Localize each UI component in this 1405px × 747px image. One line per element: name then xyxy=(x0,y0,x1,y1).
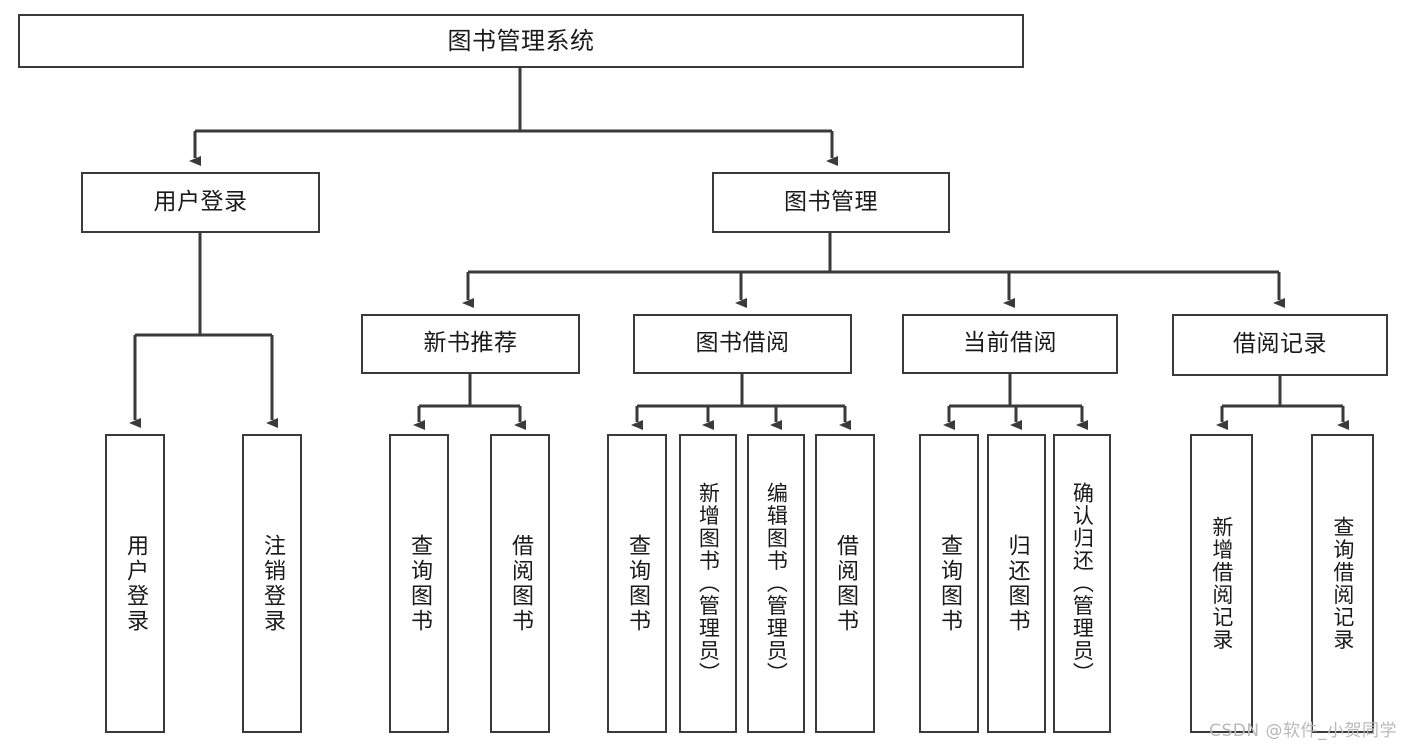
node-leaf-query-book-2[interactable]: 查询图书 xyxy=(607,434,667,733)
node-leaf-borrow-book-1[interactable]: 借阅图书 xyxy=(490,434,550,733)
node-root-label: 图书管理系统 xyxy=(447,26,595,55)
node-leaf-query-book-1-label: 查询图书 xyxy=(406,533,432,634)
node-leaf-user-login[interactable]: 用户登录 xyxy=(105,434,165,733)
node-book-borrow[interactable]: 图书借阅 xyxy=(633,314,852,374)
node-current-borrow[interactable]: 当前借阅 xyxy=(902,314,1118,374)
node-leaf-query-book-3-label: 查询图书 xyxy=(936,533,962,634)
node-leaf-edit-book-admin[interactable]: 编辑图书（管理员） xyxy=(747,434,805,733)
node-leaf-add-borrow-record-label: 新增借阅记录 xyxy=(1209,516,1234,651)
node-current-borrow-label: 当前借阅 xyxy=(963,330,1057,357)
node-user-login[interactable]: 用户登录 xyxy=(81,172,320,233)
node-leaf-borrow-book-2[interactable]: 借阅图书 xyxy=(815,434,875,733)
csdn-watermark: CSDN @软件_小贺同学 xyxy=(1209,721,1397,741)
node-leaf-query-book-1[interactable]: 查询图书 xyxy=(389,434,449,733)
node-leaf-query-book-3[interactable]: 查询图书 xyxy=(919,434,979,733)
node-new-book-recommend-label: 新书推荐 xyxy=(423,330,518,357)
node-leaf-logout-login[interactable]: 注销登录 xyxy=(242,434,302,733)
node-new-book-recommend[interactable]: 新书推荐 xyxy=(361,314,580,374)
node-leaf-logout-login-label: 注销登录 xyxy=(259,533,285,634)
node-book-management-label: 图书管理 xyxy=(784,188,878,215)
node-root-book-management-system[interactable]: 图书管理系统 xyxy=(18,14,1024,68)
node-leaf-borrow-book-2-label: 借阅图书 xyxy=(832,533,858,634)
node-leaf-query-book-2-label: 查询图书 xyxy=(624,533,650,634)
node-leaf-query-borrow-record[interactable]: 查询借阅记录 xyxy=(1311,434,1374,733)
node-leaf-return-book-label: 归还图书 xyxy=(1004,533,1030,634)
node-book-borrow-label: 图书借阅 xyxy=(695,330,790,357)
node-leaf-confirm-return-admin-label: 确认归还（管理员） xyxy=(1070,482,1095,685)
node-leaf-user-login-label: 用户登录 xyxy=(122,533,148,634)
node-leaf-return-book[interactable]: 归还图书 xyxy=(987,434,1046,733)
node-leaf-query-borrow-record-label: 查询借阅记录 xyxy=(1330,516,1355,651)
node-leaf-add-book-admin-label: 新增图书（管理员） xyxy=(696,482,721,685)
node-book-management[interactable]: 图书管理 xyxy=(712,172,950,233)
node-borrow-record[interactable]: 借阅记录 xyxy=(1172,314,1388,376)
node-leaf-add-book-admin[interactable]: 新增图书（管理员） xyxy=(679,434,737,733)
node-leaf-borrow-book-1-label: 借阅图书 xyxy=(507,533,533,634)
node-leaf-edit-book-admin-label: 编辑图书（管理员） xyxy=(764,482,789,685)
node-borrow-record-label: 借阅记录 xyxy=(1233,331,1327,358)
node-user-login-label: 用户登录 xyxy=(153,188,248,215)
node-leaf-add-borrow-record[interactable]: 新增借阅记录 xyxy=(1190,434,1253,733)
node-leaf-confirm-return-admin[interactable]: 确认归还（管理员） xyxy=(1053,434,1111,733)
